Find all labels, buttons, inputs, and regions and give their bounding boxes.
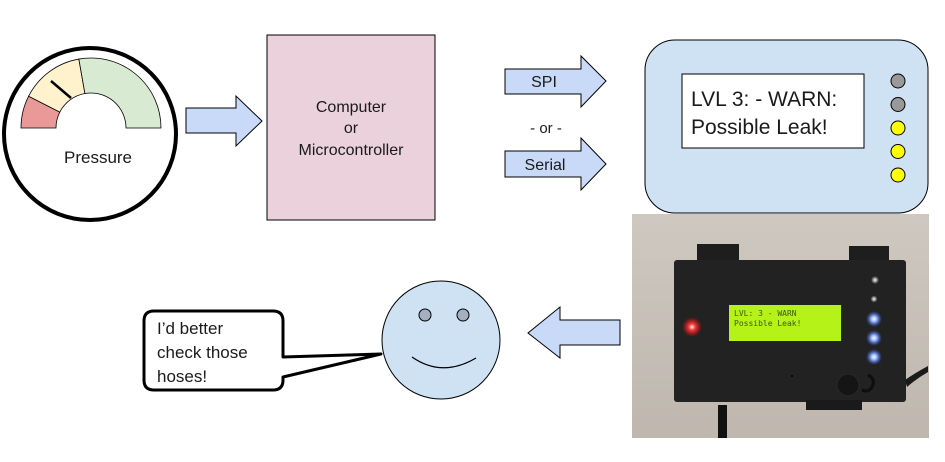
- or-separator: - or -: [530, 120, 562, 137]
- photo-white-led: [871, 276, 879, 284]
- serial-link: Serial: [504, 136, 607, 192]
- spi-arrow: [504, 54, 607, 109]
- right-eye: [456, 308, 470, 322]
- processor-block: Computer or Microcontroller: [266, 34, 436, 221]
- left-eye: [418, 308, 432, 322]
- photo-white-led: [870, 295, 878, 303]
- photo-top-tab-right: [849, 246, 889, 262]
- device-led-on: [890, 120, 906, 136]
- speech-line1: I’d better: [157, 319, 223, 338]
- person-face: [381, 280, 501, 400]
- photo-power-cable: [718, 405, 727, 438]
- arrow-device-to-person: [527, 305, 621, 360]
- photo-lcd-line2: Possible Leak!: [734, 319, 801, 328]
- face-outline: [381, 280, 501, 400]
- processor-label-line1: Computer: [316, 99, 387, 116]
- gauge-zone-normal: [78, 57, 162, 129]
- speech-bubble: I’d better check those hoses!: [142, 309, 383, 392]
- photo-blue-led: [866, 311, 882, 327]
- photo-knob: [836, 373, 860, 397]
- processor-label-line3: Microcontroller: [299, 142, 405, 159]
- spi-link: SPI: [504, 54, 607, 109]
- photo-lcd-line1: LVL: 3 - WARN: [734, 309, 797, 318]
- gauge-needle: [50, 80, 72, 99]
- device-led-off: [890, 73, 906, 89]
- photo-logo-icon: [861, 373, 875, 393]
- device-led-on: [890, 144, 906, 159]
- serial-label: Serial: [525, 157, 566, 174]
- screen-line2: Possible Leak!: [691, 116, 828, 139]
- display-device: LVL 3: - WARN: Possible Leak!: [644, 39, 929, 214]
- processor-label-line2: or: [344, 120, 359, 137]
- device-led-off: [890, 97, 906, 112]
- arrow-gauge-to-processor: [185, 94, 263, 148]
- serial-arrow: [504, 136, 607, 192]
- device-photo: LVL: 3 - WARN Possible Leak!: [632, 214, 929, 438]
- device-led-column: [890, 73, 906, 183]
- device-led-on: [890, 167, 906, 183]
- smile-mouth: [411, 356, 477, 369]
- photo-top-tab-left: [697, 244, 739, 262]
- photo-lcd: [729, 305, 841, 341]
- device-screen: [681, 73, 865, 149]
- photo-hole: [791, 375, 793, 377]
- photo-blue-led: [866, 330, 882, 346]
- speech-bubble-shape: [142, 309, 383, 392]
- spi-label: SPI: [531, 74, 557, 91]
- photo-blue-led: [866, 349, 882, 365]
- speech-line3: hoses!: [157, 367, 207, 386]
- photo-red-led: [682, 317, 702, 337]
- pressure-gauge: Pressure: [2, 46, 178, 222]
- processor-box: [266, 34, 436, 221]
- photo-side-cable: [905, 366, 928, 387]
- gauge-label: Pressure: [64, 148, 132, 167]
- photo-bottom-tab: [806, 400, 862, 410]
- speech-line2: check those: [157, 343, 248, 362]
- screen-line1: LVL 3: - WARN:: [691, 88, 837, 111]
